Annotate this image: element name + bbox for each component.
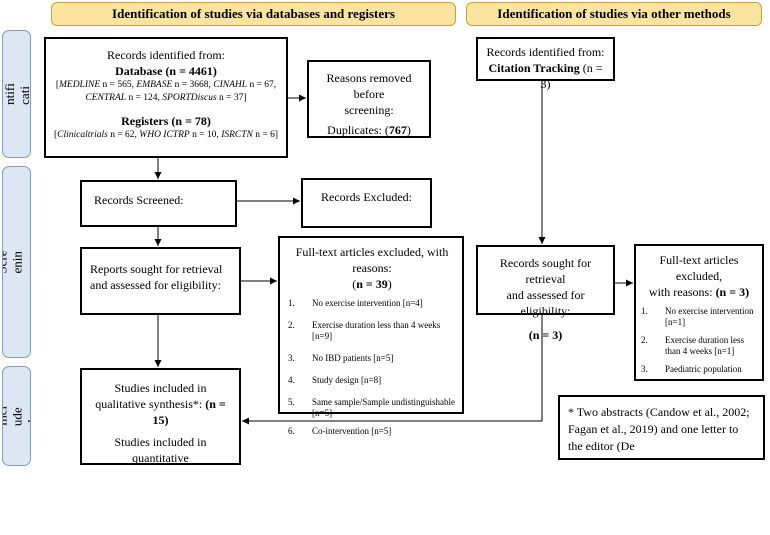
db-cinahl-name: CINAHL <box>213 80 248 90</box>
removed-line2: screening: <box>344 103 394 117</box>
list-item: 2. Exercise duration less than 4 weeks [n… <box>641 335 757 357</box>
removed-line1: Reasons removed before <box>326 71 412 101</box>
fulltext-other-reasons: 1. No exercise intervention [n=1] 2. Exerc… <box>641 306 757 375</box>
list-item: 5. Same sample/Sample undistinguishable [… <box>288 397 456 419</box>
reason-text: Study design [n=8] <box>312 375 382 385</box>
reports-sought-label: Reports sought for retrieval and assesse… <box>90 262 223 292</box>
citation-tracking-box: Records identified from: Citation Tracki… <box>476 37 615 91</box>
header-right-label: Identification of studies via other meth… <box>497 6 731 21</box>
citation-title: Records identified from: <box>486 45 605 59</box>
list-item: 4. Study design [n=8] <box>288 375 456 386</box>
db-cinahl-value: n = 67, <box>247 80 277 90</box>
reports-other-line1: Records sought for retrieval <box>499 256 592 286</box>
header-other-methods: Identification of studies via other meth… <box>466 2 762 26</box>
reg-who-name: WHO ICTRP <box>139 130 190 140</box>
studies-included-box: Studies included in qualitative synthesi… <box>80 368 241 465</box>
registers-count: (n = 78) <box>171 114 211 128</box>
reason-num: 2. <box>641 335 648 345</box>
reason-text: Exercise duration less than 4 weeks [n=9… <box>312 320 441 341</box>
footnote-text: * Two abstracts (Candow et al., 2002; Fa… <box>568 405 750 453</box>
reg-clinicaltrials-name: Clinicaltrials <box>57 130 108 140</box>
reason-num: 3. <box>641 364 648 374</box>
reason-text: No exercise intervention [n=4] <box>312 298 423 308</box>
reg-who-value: n = 10, <box>189 130 222 140</box>
reason-num: 4. <box>288 375 295 385</box>
records-identified-box: Records identified from: Database (n = 4… <box>44 37 288 158</box>
reason-text: Paediatric population <box>665 364 742 374</box>
db-sportdiscus-value: n = 37] <box>216 93 247 103</box>
reason-num: 2. <box>288 320 295 330</box>
reports-other-line2: and assessed for eligibility: <box>506 288 585 318</box>
header-left-label: Identification of studies via databases … <box>112 6 395 21</box>
reports-sought-box: Reports sought for retrieval and assesse… <box>80 247 241 315</box>
records-screened-label: Records Screened: <box>94 193 184 207</box>
db-sportdiscus-name: SPORTDiscus <box>162 93 217 103</box>
list-item: 1. No exercise intervention [n=1] <box>641 306 757 328</box>
citation-count: (n = 3) <box>540 61 603 91</box>
reason-num: 6. <box>288 426 295 436</box>
records-excluded-label: Records Excluded: <box>321 190 412 204</box>
fulltext-excluded-title: Full-text articles excluded, with reason… <box>295 245 449 275</box>
reports-sought-other-box: Records sought for retrieval and assesse… <box>476 245 615 342</box>
phase-identification-label: Ide ntifi cati on <box>2 83 31 105</box>
reason-num: 3. <box>288 353 295 363</box>
registers-detail: [Clinicaltrials n = 62, WHO ICTRP n = 10… <box>53 130 279 140</box>
db-central-name: CENTRAL <box>85 93 127 103</box>
fulltext-excluded-count: n = 39 <box>356 277 388 291</box>
reason-num: 1. <box>641 306 648 316</box>
removed-before-screening-box: Reasons removed before screening: Duplic… <box>307 60 431 138</box>
phase-included-label: Incl ude d <box>2 405 31 427</box>
reason-text: Exercise duration less than 4 weeks [n=1… <box>665 335 744 356</box>
list-item: 2. Exercise duration less than 4 weeks [n… <box>288 320 456 342</box>
fulltext-excluded-box: Full-text articles excluded, with reason… <box>278 236 464 436</box>
registers-label: Registers <box>121 114 169 128</box>
list-item: 3. No IBD patients [n=5] <box>288 353 456 364</box>
reason-text: Co-intervention [n=5] <box>312 426 392 436</box>
fulltext-excluded-reasons: 1. No exercise intervention [n=4] 2. Exerc… <box>288 298 456 437</box>
database-count: (n = 4461) <box>165 64 217 78</box>
reg-isrctn-name: ISRCTN <box>221 130 253 140</box>
database-detail: [MEDLINE n = 565, EMBASE n = 3668, CINAH… <box>55 80 277 103</box>
reason-text: Same sample/Sample undistinguishable [n=… <box>312 397 455 418</box>
list-item: 1. No exercise intervention [n=4] <box>288 298 456 309</box>
reports-other-count: (n = 3) <box>528 328 563 342</box>
list-item: 3. Paediatric population <box>641 364 757 375</box>
db-embase-value: n = 3668, <box>172 80 214 90</box>
included-count: (n = 15) <box>152 397 226 427</box>
reason-text: No IBD patients [n=5] <box>312 353 394 363</box>
duplicates-label: Duplicates: <box>327 123 385 137</box>
fulltext-other-title1: Full-text articles excluded, <box>659 253 739 283</box>
fulltext-other-title2: with reasons: <box>648 285 716 299</box>
records-excluded-box: Records Excluded: <box>301 178 432 228</box>
database-label: Database <box>115 64 163 78</box>
db-embase-name: EMBASE <box>136 80 173 90</box>
phase-included: Incl ude d <box>2 366 31 466</box>
phase-identification: Ide ntifi cati on <box>2 30 31 158</box>
citation-label: Citation Tracking <box>488 61 580 75</box>
reason-text: No exercise intervention [n=1] <box>665 306 754 327</box>
phase-screening: Scre enin g <box>2 166 31 358</box>
reg-clinicaltrials-value: n = 62, <box>107 130 140 140</box>
header-databases-registers: Identification of studies via databases … <box>51 2 456 26</box>
arrow-reports-right-to-included <box>242 315 543 425</box>
list-item: 6. Co-intervention [n=5] <box>288 426 456 437</box>
reason-num: 5. <box>288 397 295 407</box>
footnote-box: * Two abstracts (Candow et al., 2002; Fa… <box>558 395 765 460</box>
records-screened-box: Records Screened: <box>80 180 237 227</box>
db-central-value: n = 124, <box>126 93 163 103</box>
fulltext-other-count: (n = 3) <box>715 285 750 299</box>
phase-screening-label: Scre enin g <box>2 250 31 274</box>
db-medline-value: n = 565, <box>100 80 137 90</box>
reg-isrctn-value: n = 6] <box>252 130 279 140</box>
db-medline-name: MEDLINE <box>58 80 101 90</box>
included-qualitative-label: Studies included in qualitative synthesi… <box>95 381 207 411</box>
duplicates-count: 767 <box>388 123 407 137</box>
records-identified-title: Records identified from: <box>107 48 225 62</box>
reason-num: 1. <box>288 298 295 308</box>
included-quantitative-label: Studies included in quantitative <box>114 435 207 465</box>
fulltext-excluded-other-box: Full-text articles excluded, with reason… <box>634 244 764 381</box>
